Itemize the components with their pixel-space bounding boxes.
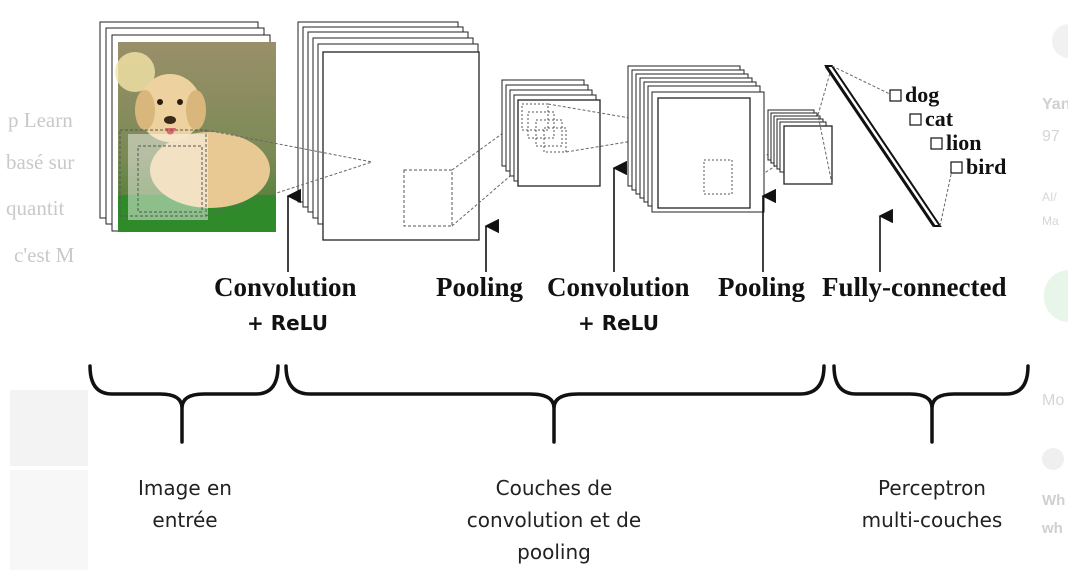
- label-pool2: Pooling: [718, 272, 806, 302]
- class-outputs: [889, 89, 963, 174]
- pool1-feature-maps: [501, 79, 601, 187]
- bg-right-text: Ma: [1042, 214, 1059, 228]
- bg-text-line: p Learn: [8, 108, 73, 132]
- class-label-lion: lion: [946, 130, 982, 155]
- brace-conv: [284, 364, 826, 444]
- label-pool1: Pooling: [436, 272, 524, 302]
- label-fully-connected: Fully-connected: [822, 272, 1007, 302]
- bg-block: [10, 390, 90, 466]
- bg-avatar: [1042, 448, 1064, 470]
- group-label-input: Image en entrée: [100, 472, 270, 536]
- input-image-stack: [99, 21, 276, 232]
- brace-mlp: [832, 364, 1030, 444]
- brace-input: [88, 364, 280, 444]
- bg-avatar: [1052, 24, 1068, 58]
- label-conv1-relu: + ReLU: [247, 311, 328, 335]
- group-label-conv-pool: Couches de convolution et de pooling: [424, 472, 684, 568]
- group-label-line: entrée: [152, 508, 218, 532]
- bg-right-text: wh: [1042, 520, 1063, 537]
- group-label-line: Couches de: [495, 476, 613, 500]
- bg-right-text: AI/: [1042, 190, 1057, 204]
- fully-connected-layer: [817, 65, 953, 227]
- layer-arrows: [286, 160, 893, 272]
- group-label-mlp: Perceptron multi-couches: [832, 472, 1032, 536]
- group-label-line: multi-couches: [861, 508, 1003, 532]
- pool2-feature-maps: [767, 109, 833, 185]
- bg-block: [10, 470, 90, 570]
- group-label-line: pooling: [517, 540, 591, 564]
- bg-right-text: Yan: [1042, 96, 1068, 113]
- group-label-line: convolution et de: [466, 508, 642, 532]
- label-conv2-relu: + ReLU: [578, 311, 659, 335]
- class-label-cat: cat: [925, 106, 954, 131]
- bg-text-line: quantit: [6, 196, 65, 220]
- group-label-line: Perceptron: [878, 476, 986, 500]
- dog-photo: [115, 42, 276, 232]
- group-braces: [88, 364, 1030, 444]
- bg-right-text: Wh: [1042, 492, 1066, 509]
- class-label-bird: bird: [966, 154, 1007, 179]
- bg-right-text: Mo: [1042, 392, 1065, 409]
- label-conv1: Convolution: [214, 272, 357, 302]
- conv2-feature-maps: [627, 65, 765, 213]
- bg-text-line: c'est M: [14, 243, 75, 267]
- group-label-line: Image en: [138, 476, 232, 500]
- label-conv2: Convolution: [547, 272, 690, 302]
- bg-text-line: basé sur: [6, 150, 75, 174]
- bg-right-text: 97: [1042, 128, 1060, 145]
- conv1-feature-maps: [297, 21, 480, 241]
- class-label-dog: dog: [905, 82, 940, 107]
